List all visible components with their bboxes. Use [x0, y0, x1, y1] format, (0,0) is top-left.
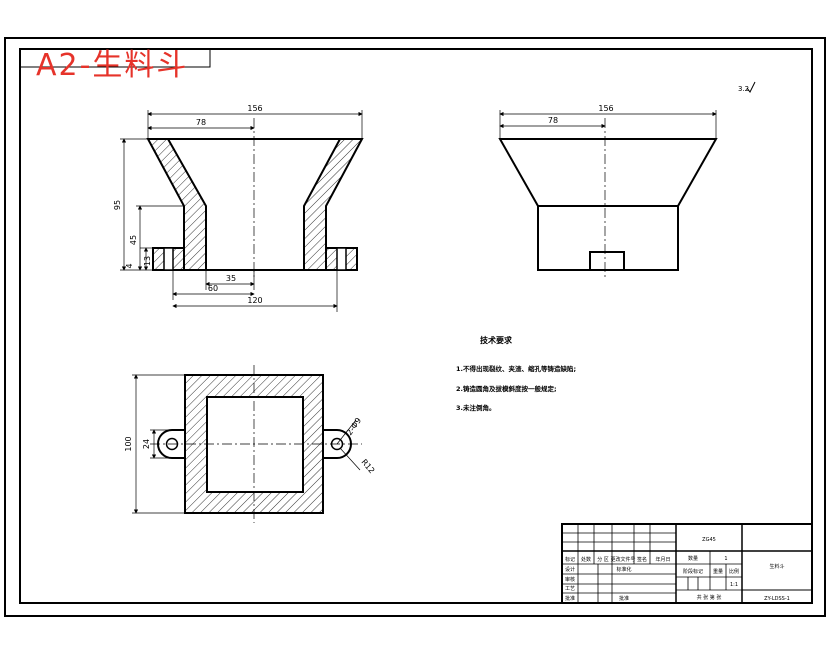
tb-part-name: 生料斗: [769, 563, 784, 570]
tb-label-standard: 标准化: [616, 566, 631, 573]
tb-label-approve-2: 批准: [619, 595, 629, 602]
svg-text:3.2: 3.2: [738, 85, 749, 93]
tb-label-approve: 批准: [565, 595, 575, 602]
tb-label-change-doc: 更改文件号: [610, 556, 635, 563]
front-dimensions: [120, 110, 363, 312]
outer-frame: [4, 37, 826, 617]
tb-scale: 1:1: [730, 582, 738, 588]
tb-label-sheet: 共 张 第 张: [697, 594, 722, 601]
front-dim-95: 95: [113, 200, 122, 210]
tech-item-1: 1.不得出现裂纹、夹渣、缩孔等铸造缺陷;: [456, 364, 576, 373]
tb-label-stage-mark: 阶段标记: [683, 568, 703, 575]
top-radius-callout: R12: [359, 457, 376, 475]
front-dim-45: 45: [129, 235, 138, 245]
front-dim-120: 120: [247, 296, 262, 305]
tb-drawing-no: ZY-LDSS-1: [764, 596, 790, 602]
technical-requirements: 技术要求 1.不得出现裂纹、夹渣、缩孔等铸造缺陷; 2.铸造圆角及拔模斜度按一般…: [456, 335, 576, 412]
front-dim-4: 4: [125, 263, 134, 268]
front-right-wall: [303, 138, 364, 271]
tb-qty: 1: [724, 556, 727, 562]
tb-label-mark: 标记: [565, 556, 575, 563]
side-dimensions: [499, 110, 717, 139]
tb-label-process: 工艺: [565, 586, 575, 592]
tb-label-check: 审核: [565, 576, 575, 583]
inner-frame: [19, 48, 813, 604]
top-dim-100: 100: [124, 436, 133, 451]
tb-label-zone: 分 区: [597, 556, 609, 563]
top-dim-24: 24: [142, 439, 151, 449]
front-left-bolt-hole: [163, 247, 174, 271]
top-dimensions: [132, 374, 361, 514]
title-block-text: ZG45 生料斗 ZY-LDSS-1 1:1 1 标记 处数 分 区 更改文件号…: [565, 537, 790, 602]
tech-item-3: 3.未注倒角。: [456, 403, 496, 412]
side-dim-78: 78: [548, 116, 558, 125]
tb-label-design: 设计: [565, 566, 575, 573]
front-dim-13: 13: [143, 256, 152, 266]
front-dim-60: 60: [208, 284, 218, 293]
tb-material: ZG45: [702, 537, 716, 543]
top-view: [150, 365, 362, 523]
front-dim-156: 156: [247, 104, 262, 113]
tech-item-2: 2.铸造圆角及拔模斜度按一般规定;: [456, 384, 557, 393]
side-view: [498, 118, 718, 280]
tb-label-sign: 签名: [637, 556, 647, 563]
tb-label-ratio: 比例: [729, 568, 739, 575]
tb-label-weight: 重量: [713, 568, 723, 575]
drawing-title-overlay: A2-生料斗: [36, 48, 189, 83]
side-dim-156: 156: [598, 104, 613, 113]
front-dim-35: 35: [226, 274, 236, 283]
overlay-box: [19, 48, 211, 68]
front-left-wall: [146, 138, 207, 271]
tb-label-date: 年月日: [655, 556, 670, 563]
roughness-symbol: 3.2: [738, 81, 756, 93]
title-block: [561, 523, 813, 604]
tb-label-count: 处数: [581, 556, 591, 563]
tb-label-quantity-hdr: 数量: [688, 555, 698, 562]
top-hole-callout: 2-Φ9: [345, 416, 363, 437]
front-dim-78: 78: [196, 118, 206, 127]
front-right-bolt-hole: [336, 247, 347, 271]
front-view: [146, 118, 364, 280]
tech-heading: 技术要求: [480, 335, 513, 345]
